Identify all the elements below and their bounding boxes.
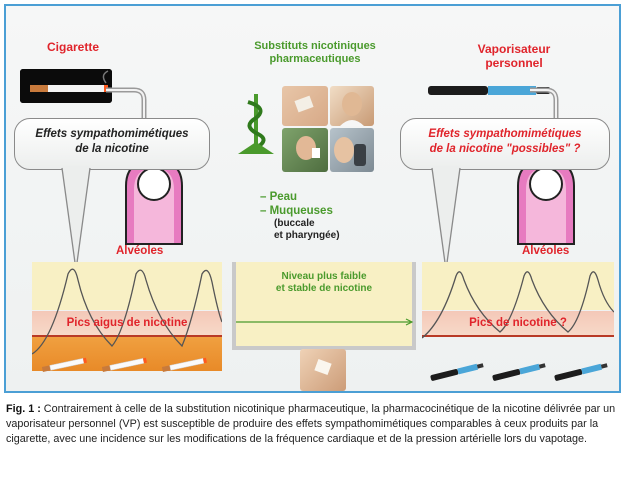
right-bubble-pointer — [431, 166, 461, 271]
left-lung-diagram — [125, 158, 183, 245]
left-bubble-line1: Effets sympathomimétiques — [35, 128, 189, 140]
route-detail-1: (buccale — [274, 218, 315, 229]
small-vaporizers-icon — [430, 363, 608, 381]
caption-label: Fig. 1 : — [6, 403, 41, 415]
left-plasma-band — [32, 262, 222, 310]
center-level-container — [232, 262, 416, 350]
right-plasma-band — [422, 262, 614, 310]
patch-skin-photo — [300, 349, 346, 391]
left-band-divider — [32, 335, 222, 337]
right-band-divider — [422, 335, 614, 337]
route-muqueuses: – Muqueuses — [260, 205, 333, 217]
right-effects-bubble: Effets sympathomimétiques de la nicotine… — [400, 118, 610, 170]
route-list: – Peau – Muqueuses — [260, 190, 333, 218]
route-detail-2: et pharyngée) — [274, 230, 340, 241]
cigarette-title: Cigarette — [46, 40, 99, 54]
right-peaks-label: Pics de nicotine ? — [469, 317, 567, 329]
right-peaks-band — [422, 311, 614, 335]
vaporizer-title-line2: personnel — [485, 56, 543, 70]
vaporizer-title-line1: Vaporisateur — [477, 42, 551, 56]
center-title: Substituts nicotiniques pharmaceutiques — [220, 40, 410, 66]
caduceus-icon — [238, 94, 274, 154]
left-peaks-label: Pics aigus de nicotine — [66, 317, 188, 329]
cigarette-icon — [20, 69, 112, 103]
vaporizer-title: Vaporisateur personnel — [454, 42, 574, 70]
left-peaks-curve — [32, 268, 222, 355]
center-level-line1: Niveau plus faible — [281, 271, 367, 282]
right-bubble-line1: Effets sympathomimétiques — [428, 128, 582, 140]
figure-frame: Cigarette Substituts nicotiniques pharma… — [4, 4, 621, 393]
inhaler-photo — [330, 128, 374, 172]
route-detail: (buccale et pharyngée) — [274, 218, 340, 242]
caption-text: Contrairement à celle de la substitution… — [6, 403, 616, 445]
route-peau: – Peau — [260, 191, 298, 203]
right-peaks-curve — [422, 271, 614, 339]
left-alveoles-label: Alvéoles — [116, 245, 164, 257]
center-level-label: Niveau plus faible et stable de nicotine — [238, 271, 410, 295]
figure-caption: Fig. 1 : Contrairement à celle de la sub… — [6, 402, 622, 447]
center-title-line2: pharmaceutiques — [269, 53, 361, 65]
person-photo-2 — [282, 128, 328, 172]
cigarette-tube — [106, 87, 147, 198]
person-photo-1 — [330, 86, 374, 126]
left-bubble-line2: de la nicotine — [75, 143, 149, 155]
right-bubble-line2: de la nicotine "possibles" ? — [429, 143, 581, 155]
small-cigarettes-icon — [41, 357, 207, 372]
left-effects-bubble: Effets sympathomimétiques de la nicotine — [14, 118, 210, 170]
patch-arm-photo — [282, 86, 328, 126]
right-alveoles-label: Alvéoles — [522, 245, 570, 257]
cigarette-photo — [20, 69, 112, 103]
center-title-line1: Substituts nicotiniques — [254, 40, 376, 52]
center-level-line2: et stable de nicotine — [275, 283, 373, 294]
left-bubble-pointer — [61, 166, 91, 271]
